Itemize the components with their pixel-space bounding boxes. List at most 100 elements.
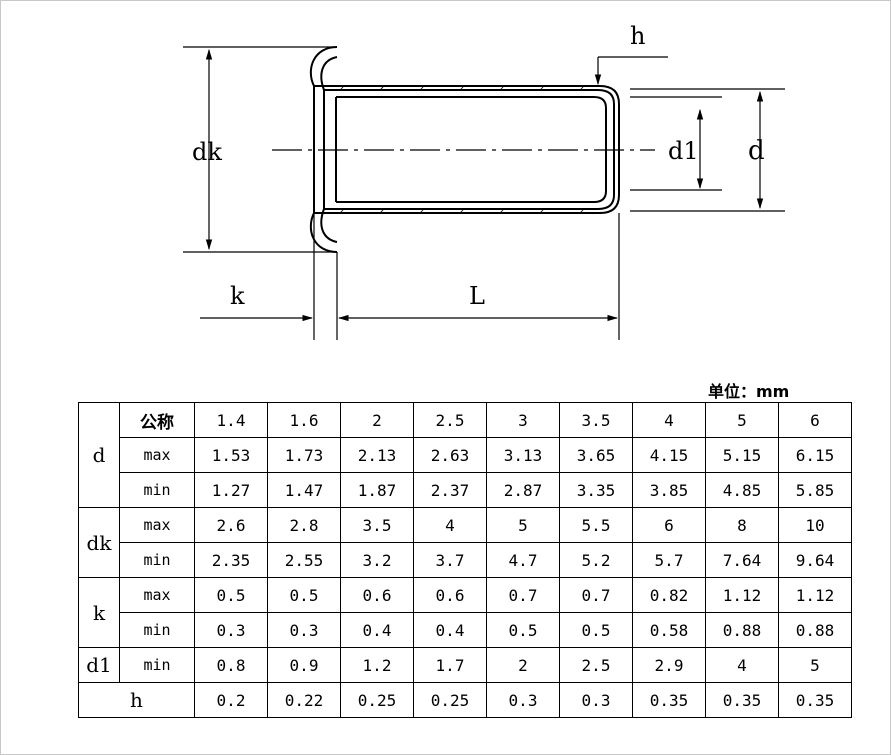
table-cell: 4.85 [705, 472, 779, 508]
table-cell: 0.25 [413, 682, 487, 718]
table-cell: 4 [632, 402, 706, 438]
table-row: min 0.3 0.3 0.4 0.4 0.5 0.5 0.58 0.88 0.… [79, 612, 852, 648]
table-cell: 4 [413, 507, 487, 543]
table-cell: 2.55 [267, 542, 341, 578]
table-cell: 0.3 [486, 682, 560, 718]
table-cell: 0.22 [267, 682, 341, 718]
sub-label: min [119, 647, 195, 683]
table-cell: 2.37 [413, 472, 487, 508]
table-cell: 3 [486, 402, 560, 438]
sub-label: min [119, 542, 195, 578]
table-cell: 0.7 [486, 577, 560, 613]
table-cell: 4 [705, 647, 779, 683]
table-cell: 5.5 [559, 507, 633, 543]
table-cell: 2.13 [340, 437, 414, 473]
table-cell: 2.5 [559, 647, 633, 683]
sub-label: min [119, 612, 195, 648]
label-dk: dk [192, 138, 222, 166]
table-cell: 6 [632, 507, 706, 543]
table-cell: 0.5 [559, 612, 633, 648]
param-d: d [78, 402, 120, 508]
table-cell: 3.7 [413, 542, 487, 578]
table-cell: 0.82 [632, 577, 706, 613]
table-cell: 6 [778, 402, 852, 438]
table-cell: 5.15 [705, 437, 779, 473]
table-cell: 1.4 [194, 402, 268, 438]
table-cell: 0.9 [267, 647, 341, 683]
table-cell: 0.3 [559, 682, 633, 718]
table-row: min 2.35 2.55 3.2 3.7 4.7 5.2 5.7 7.64 9… [79, 542, 852, 578]
table-cell: 10 [778, 507, 852, 543]
table-cell: 2.63 [413, 437, 487, 473]
table-cell: 5.7 [632, 542, 706, 578]
d-d1-dimensions [630, 88, 785, 212]
dk-dimension [183, 46, 337, 253]
table-row: d1 min 0.8 0.9 1.2 1.7 2 2.5 2.9 4 5 [78, 647, 852, 683]
table-row-nominal: d 公称 1.4 1.6 2 2.5 3 3.5 4 5 6 [78, 402, 852, 508]
table-cell: 0.5 [267, 577, 341, 613]
table-cell: 0.58 [632, 612, 706, 648]
table-row: min 1.27 1.47 1.87 2.37 2.87 3.35 3.85 4… [79, 472, 852, 508]
table-cell: 3.13 [486, 437, 560, 473]
sub-label: max [119, 577, 195, 613]
table-cell: 2.5 [413, 402, 487, 438]
table-cell: 2.6 [194, 507, 268, 543]
sub-label: max [119, 507, 195, 543]
nominal-label: 公称 [119, 402, 195, 438]
table-cell: 0.5 [486, 612, 560, 648]
table-cell: 1.27 [194, 472, 268, 508]
table-row: dk max 2.6 2.8 3.5 4 5 5.5 6 8 10 [78, 507, 852, 578]
table-cell: 3.85 [632, 472, 706, 508]
table-row: h 0.2 0.22 0.25 0.25 0.3 0.3 0.35 0.35 0… [78, 682, 852, 718]
table-cell: 0.35 [705, 682, 779, 718]
table-cell: 1.2 [340, 647, 414, 683]
table-cell: 4.7 [486, 542, 560, 578]
table-cell: 2.87 [486, 472, 560, 508]
table-row: max 1.53 1.73 2.13 2.63 3.13 3.65 4.15 5… [79, 437, 852, 473]
table-cell: 4.15 [632, 437, 706, 473]
table-cell: 2.8 [267, 507, 341, 543]
label-L: L [469, 282, 485, 310]
table-cell: 1.7 [413, 647, 487, 683]
sub-label: max [119, 437, 195, 473]
table-cell: 0.3 [267, 612, 341, 648]
param-k: k [78, 577, 120, 648]
table-cell: 0.4 [340, 612, 414, 648]
table-cell: 0.2 [194, 682, 268, 718]
table-cell: 0.6 [340, 577, 414, 613]
table-cell: 1.87 [340, 472, 414, 508]
table-cell: 3.65 [559, 437, 633, 473]
table-cell: 0.4 [413, 612, 487, 648]
unit-label: 单位：mm [708, 382, 790, 401]
table-cell: 2.35 [194, 542, 268, 578]
table-cell: 1.12 [778, 577, 852, 613]
table-cell: 0.3 [194, 612, 268, 648]
wall-hatching [339, 85, 585, 214]
table-cell: 2.9 [632, 647, 706, 683]
table-cell: 6.15 [778, 437, 852, 473]
table-cell: 8 [705, 507, 779, 543]
table-cell: 5.2 [559, 542, 633, 578]
table-cell: 9.64 [778, 542, 852, 578]
table-cell: 5 [705, 402, 779, 438]
table-cell: 3.5 [340, 507, 414, 543]
table-cell: 1.73 [267, 437, 341, 473]
table-row: k max 0.5 0.5 0.6 0.6 0.7 0.7 0.82 1.12 … [78, 577, 852, 648]
table-cell: 1.12 [705, 577, 779, 613]
k-L-dimensions [200, 213, 620, 340]
table-cell: 1.6 [267, 402, 341, 438]
table-cell: 7.64 [705, 542, 779, 578]
table-cell: 0.88 [778, 612, 852, 648]
table-cell: 2 [486, 647, 560, 683]
label-k: k [230, 282, 245, 310]
table-cell: 0.7 [559, 577, 633, 613]
table-cell: 5.85 [778, 472, 852, 508]
label-h: h [630, 22, 645, 50]
table-cell: 0.88 [705, 612, 779, 648]
table-cell: 3.35 [559, 472, 633, 508]
label-d1: d1 [668, 137, 699, 165]
table-cell: 3.5 [559, 402, 633, 438]
table-cell: 0.6 [413, 577, 487, 613]
table-cell: 0.5 [194, 577, 268, 613]
table-cell: 1.47 [267, 472, 341, 508]
